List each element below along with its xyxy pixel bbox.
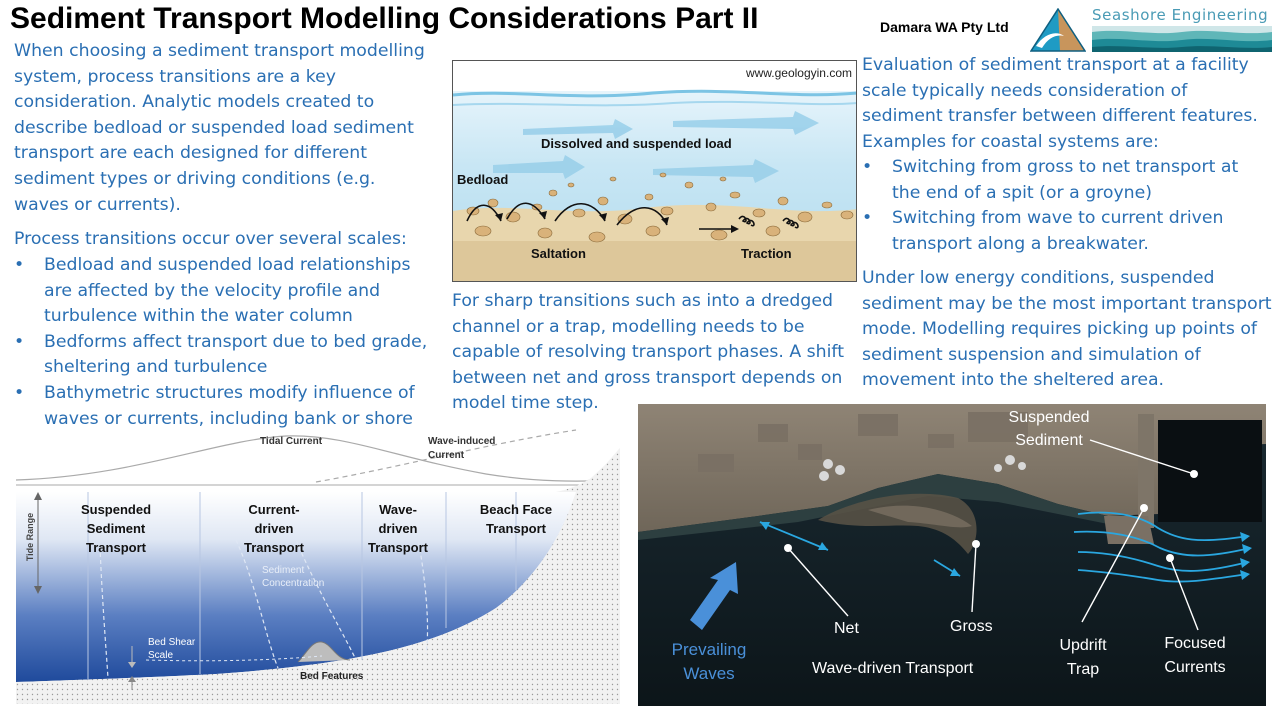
saltation-label: Saltation [531, 246, 586, 261]
bullet-dot: • [862, 157, 873, 177]
cross-shore-profile-diagram [16, 428, 620, 704]
bedload-label: Bedload [457, 172, 509, 187]
gross-label: Gross [950, 618, 993, 635]
tidal-current-label: Tidal Current [260, 436, 323, 447]
right-intro-paragraph: Evaluation of sediment transport at a fa… [862, 55, 1258, 152]
company-name: Damara WA Pty Ltd [880, 19, 1009, 35]
dissolved-suspended-label: Dissolved and suspended load [541, 136, 732, 151]
wave-induced-label: Wave-induced [428, 436, 496, 447]
figure-source-credit: www.geologyin.com [745, 66, 852, 80]
page-title: Sediment Transport Modelling Considerati… [10, 2, 759, 35]
list-item: •Bedload and suspended load relationship… [14, 255, 411, 327]
bullet-dot: • [14, 255, 25, 275]
cross-shore-profile-figure: Tidal Current Wave-induced Current Tide … [16, 428, 620, 704]
sediment-transport-illustration [453, 61, 856, 281]
list-item: •Switching from wave to current driven t… [862, 208, 1224, 254]
scales-heading: Process transitions occur over several s… [14, 229, 407, 249]
center-paragraph: For sharp transitions such as into a dre… [452, 291, 844, 414]
bullet-dot: • [862, 208, 873, 229]
tide-range-label: Tide Range [25, 512, 36, 562]
sediment-transport-figure: www.geologyin.com Dissolved and suspende… [452, 60, 857, 282]
damara-logo [1030, 8, 1086, 52]
left-intro-paragraph: When choosing a sediment transport model… [14, 41, 425, 215]
wave-driven-transport-label: Wave-driven Transport [812, 660, 974, 677]
bullet-dot: • [14, 382, 25, 403]
left-bullet-list: •Bedload and suspended load relationship… [14, 253, 432, 458]
wave-induced-current-label: Current [428, 450, 465, 461]
list-item: •Bedforms affect transport due to bed gr… [14, 331, 428, 378]
net-label: Net [834, 620, 859, 637]
right-second-paragraph: Under low energy conditions, suspended s… [862, 268, 1272, 391]
traction-label: Traction [741, 246, 792, 261]
right-bullet-list: •Switching from gross to net transport a… [862, 155, 1270, 257]
bullet-dot: • [14, 331, 25, 352]
aerial-photo [638, 404, 1266, 706]
bed-features-label: Bed Features [300, 671, 364, 682]
seashore-engineering-logo: Seashore Engineering [1092, 6, 1272, 52]
list-item: •Switching from gross to net transport a… [862, 157, 1239, 203]
seashore-wave-graphic [1092, 26, 1272, 52]
seashore-logo-text: Seashore Engineering [1092, 6, 1269, 24]
